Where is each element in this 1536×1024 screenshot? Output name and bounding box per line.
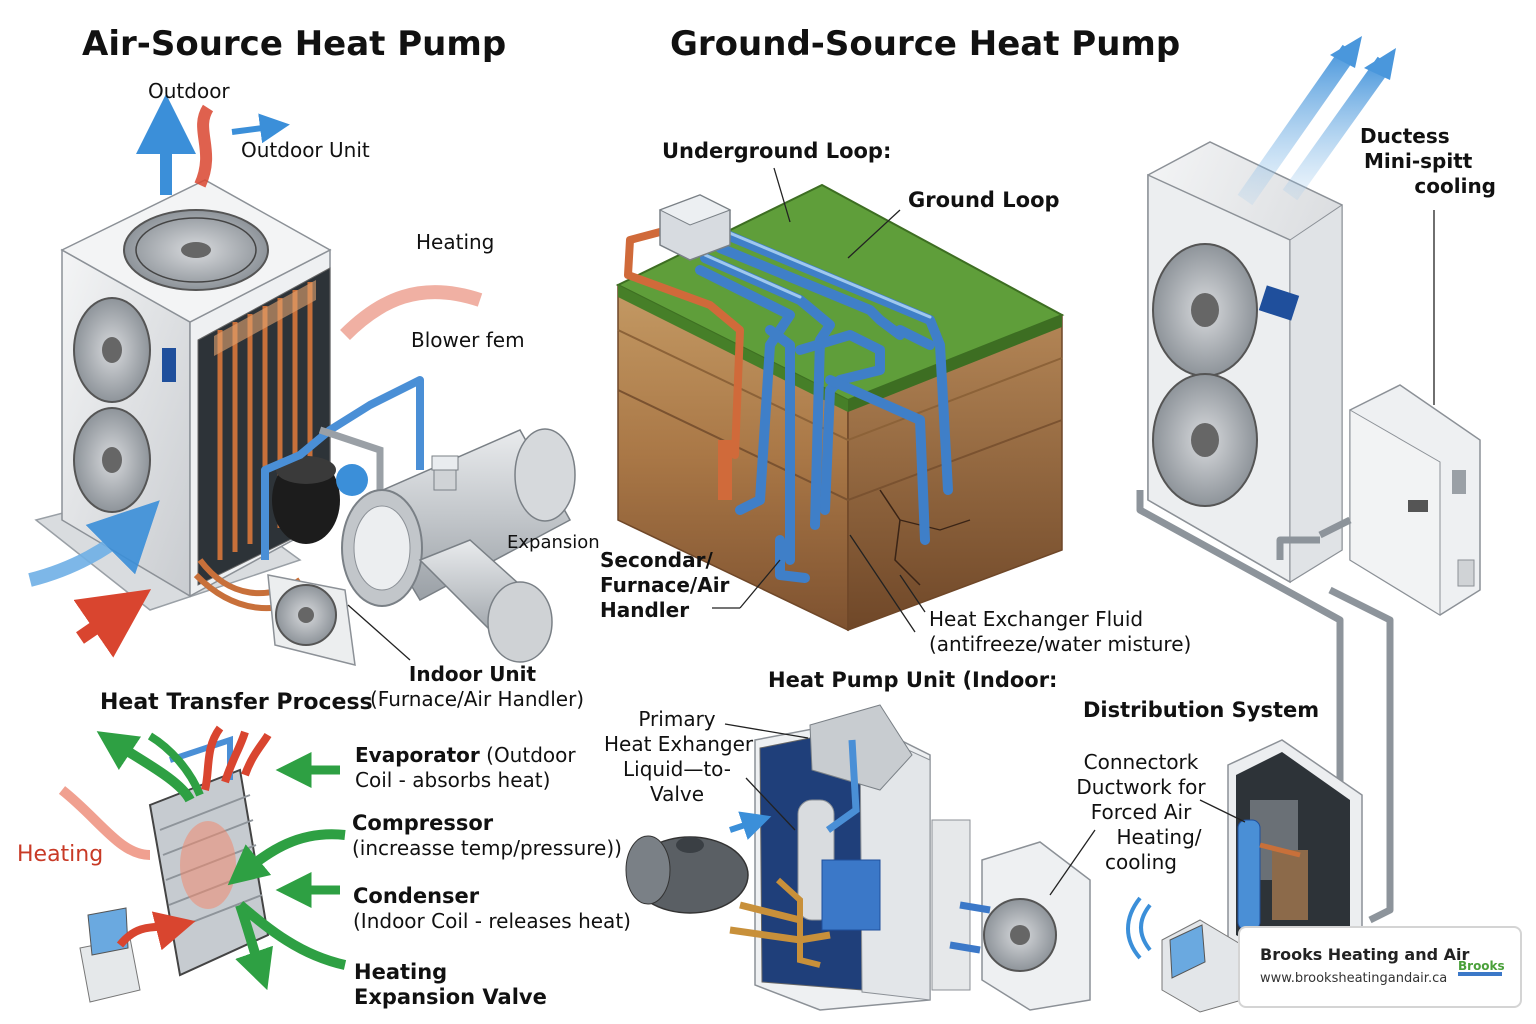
label-compressor-title: Compressor [352, 811, 494, 835]
label-condenser-line2: (Indoor Coil - releases heat) [353, 909, 631, 933]
label-secondary-line2: Furnace/Air [600, 573, 730, 597]
label-secondary-line3: Handler [600, 598, 690, 622]
brand-url[interactable]: www.brooksheatingandair.ca [1260, 971, 1448, 986]
label-secondary-furnace: Secondar/ Furnace/Air Handler [600, 548, 729, 623]
air-source-outdoor-unit [34, 179, 368, 612]
label-evaporator-rest: (Outdoor [479, 743, 576, 767]
ground-outdoor-fan-unit [949, 841, 1091, 1011]
heat-transfer-arrows [58, 725, 347, 991]
label-condenser-title: Condenser [353, 884, 480, 908]
label-ductless-mini-split: Ductess Mini-spitt cooling [1340, 124, 1496, 199]
label-compressor-line2: (increasse temp/pressure)) [352, 836, 622, 860]
label-evaporator-line2: Coil - absorbs heat) [355, 768, 551, 792]
mini-split-outdoor-unit [1147, 141, 1343, 584]
mini-split-control-box [1349, 384, 1481, 616]
label-connector-line5: cooling [1105, 850, 1177, 874]
label-expansion: Expansion [507, 532, 600, 553]
label-heat-exchanger-fluid: Heat Exchanger Fluid (antifreeze/water m… [929, 607, 1191, 657]
label-primary-line3: Liquid—to- [623, 757, 731, 781]
label-evaporator-title: Evaporator [355, 743, 480, 767]
expansion-pipe [341, 428, 576, 663]
label-indoor-unit: Indoor Unit (Furnace/Air Handler) [370, 662, 585, 712]
label-outdoor: Outdoor [148, 79, 230, 103]
label-underground-loop: Underground Loop: [662, 139, 892, 163]
distribution-air-handler [1227, 739, 1363, 981]
label-ductless-line3: cooling [1414, 174, 1496, 198]
label-condenser: Condenser (Indoor Coil - releases heat) [353, 884, 631, 934]
label-primary-line2: Heat Exhanger [604, 732, 754, 756]
label-ductless-line2: Mini-spitt [1364, 149, 1473, 173]
brand-card: Brooks Heating and Air www.brooksheating… [1238, 926, 1522, 1008]
label-heating-expansion: Heating Expansion Valve [354, 960, 547, 1010]
label-outdoor-unit: Outdoor Unit [241, 138, 370, 162]
brand-logo-text: Brooks [1458, 959, 1504, 973]
ground-loop-manifold [658, 194, 732, 261]
circulation-pump [625, 835, 831, 944]
label-evaporator: Evaporator (Outdoor Coil - absorbs heat) [355, 743, 576, 793]
ground-source-title: Ground-Source Heat Pump [670, 24, 1181, 64]
brand-logo-icon: Brooks [1458, 959, 1504, 976]
label-primary-line4: Valve [649, 782, 705, 806]
label-connector-line4: Heating/ [1116, 825, 1202, 849]
label-heating-side: Heating [17, 842, 104, 867]
label-connector-ductwork: Connectork Ductwork for Forced Air Heati… [1066, 750, 1216, 875]
label-expansion-valve: Expansion Valve [354, 985, 547, 1009]
air-source-title: Air-Source Heat Pump [82, 24, 507, 64]
distribution-indoor-terminal [1126, 896, 1243, 1013]
label-secondary-line1: Secondar/ [600, 548, 713, 572]
label-hx-fluid-line1: Heat Exchanger Fluid [929, 607, 1144, 631]
label-heating-air: Heating [416, 230, 495, 254]
air-source-flow-arrows [28, 94, 483, 658]
ground-heat-pump-unit [729, 704, 971, 1011]
label-ground-loop: Ground Loop [908, 188, 1060, 212]
air-source-indoor-unit [267, 574, 356, 666]
brand-name: Brooks Heating and Air [1260, 945, 1470, 964]
label-indoor-unit-line1: Indoor Unit [408, 662, 537, 686]
label-heating-title: Heating [354, 960, 448, 984]
label-distribution-system: Distribution System [1083, 698, 1320, 722]
label-heat-pump-unit: Heat Pump Unit (Indoor: [768, 668, 1058, 692]
label-primary-heat-exchanger: Primary Heat Exhanger Liquid—to- Valve [604, 707, 754, 807]
label-connector-line2: Ductwork for [1076, 775, 1206, 799]
label-blower-fan: Blower fem [411, 328, 525, 352]
label-indoor-unit-line2: (Furnace/Air Handler) [370, 687, 585, 711]
label-ductless-line1: Ductess [1360, 124, 1450, 148]
mini-split-airflow [1237, 36, 1396, 206]
label-connector-line3: Forced Air [1090, 800, 1192, 824]
label-hx-fluid-line2: (antifreeze/water misture) [929, 632, 1192, 656]
label-primary-line1: Primary [638, 707, 716, 731]
ground-loop-pipes [624, 227, 953, 583]
label-evaporator-line1: Evaporator (Outdoor [355, 743, 576, 768]
label-connector-line1: Connectork [1083, 750, 1199, 774]
heat-transfer-title: Heat Transfer Process [100, 690, 373, 715]
label-compressor: Compressor (increasse temp/pressure)) [352, 811, 622, 861]
